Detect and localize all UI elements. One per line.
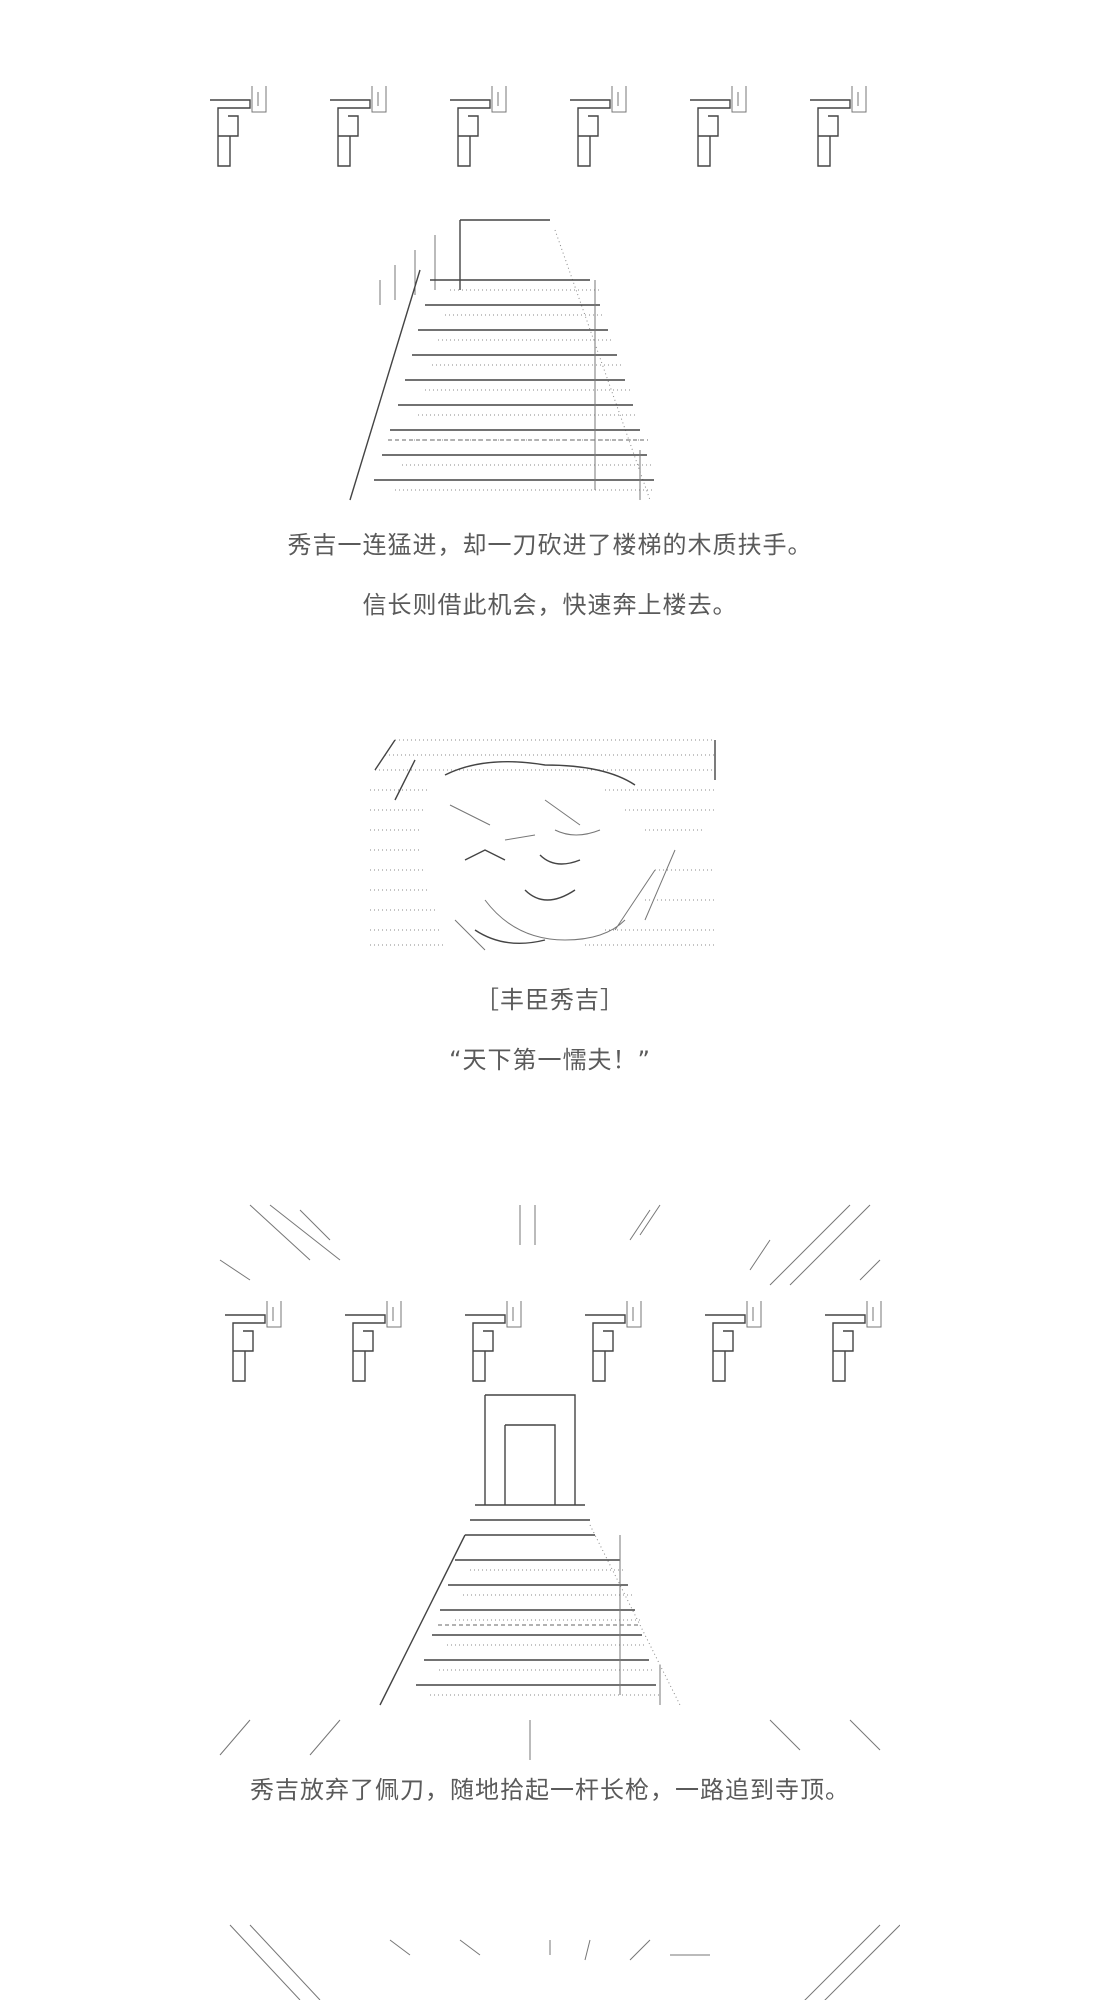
staircase-door-icon bbox=[379, 1394, 681, 1706]
staircase-art-2 bbox=[360, 1385, 720, 1715]
sfx-row-top bbox=[200, 80, 900, 180]
portrait-art bbox=[355, 730, 755, 970]
motion-lines-partial bbox=[220, 1920, 900, 2000]
character-name-tag: ［丰臣秀吉］ bbox=[475, 986, 625, 1014]
motion-lines-icon bbox=[219, 1204, 881, 1286]
motion-lines-icon bbox=[219, 1719, 881, 1760]
panel3-caption-1: 秀吉放弃了佩刀，随地拾起一杆长枪，一路追到寺顶。 bbox=[250, 1776, 850, 1804]
motion-lines-top bbox=[210, 1200, 890, 1290]
character-quote: “天下第一懦夫！” bbox=[449, 1046, 651, 1074]
footstep-sfx-icon bbox=[225, 1300, 882, 1382]
panel1-caption-2: 信长则借此机会，快速奔上楼去。 bbox=[362, 591, 738, 619]
staircase-icon bbox=[349, 219, 655, 501]
motion-lines-icon bbox=[229, 1924, 900, 2000]
staircase-art-1 bbox=[340, 210, 700, 510]
sfx-row-mid bbox=[215, 1295, 915, 1395]
hideyoshi-portrait-icon bbox=[370, 739, 716, 951]
footstep-sfx-icon bbox=[210, 85, 867, 167]
panel1-caption-1: 秀吉一连猛进，却一刀砍进了楼梯的木质扶手。 bbox=[287, 531, 813, 559]
motion-lines-bottom bbox=[210, 1715, 890, 1765]
